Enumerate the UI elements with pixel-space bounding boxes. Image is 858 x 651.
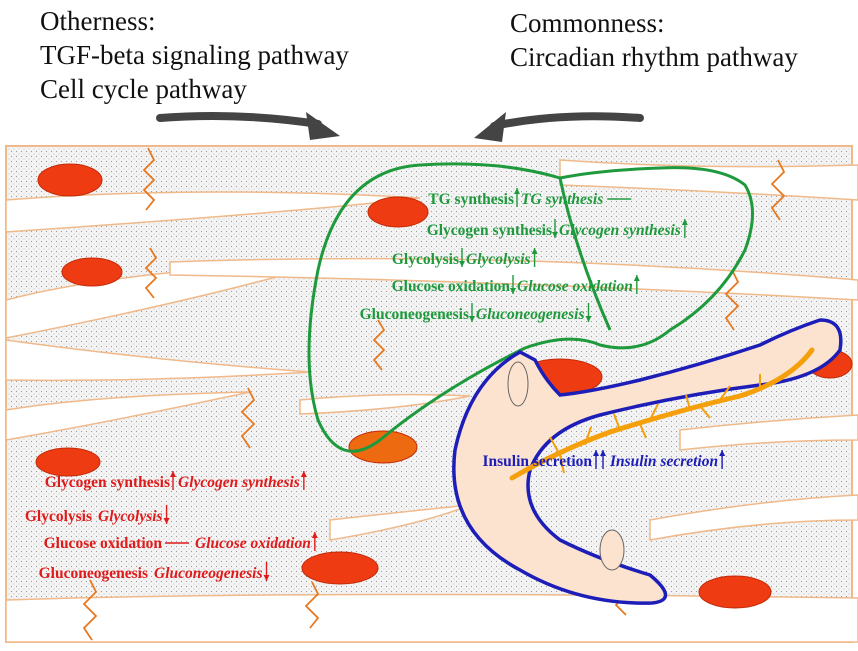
otherness-heading: Otherness: TGF-beta signaling pathway Ce… [40,4,349,106]
fat-cell [301,551,379,585]
commonness-item-circadian: Circadian rhythm pathway [510,42,798,72]
muscle-row-3-right: Gluconeogenesis [154,565,263,582]
liver-row-1-right-mark [681,219,688,238]
liver-row-3-right-mark [633,275,640,294]
pancreatic-duct [509,347,815,481]
pancreas-left-label: Insulin secretion [482,453,592,470]
liver-labels: TG synthesis TG synthesis Glycogen synth… [360,191,681,323]
muscle-row-3-right-mark [263,562,270,581]
liver-row-1-right: Glycogen synthesis [559,222,681,239]
duct-branches [549,374,761,474]
liver-row-2-left-mark [459,248,465,267]
muscle-tissue-background [5,145,853,643]
muscle-row-0-right-mark [300,471,307,490]
pancreas-labels: Insulin secretion Insulin secretion [482,453,718,470]
liver-row-2-right-mark [531,248,538,267]
muscle-labels: Glycogen synthesis Glycogen synthesis Gl… [25,474,311,582]
liver-row-4-right: Gluconeogenesis [476,306,585,323]
liver-row-0-right: TG synthesis [521,191,603,208]
pancreas-arrow-marks [593,450,726,469]
otherness-item-cell-cycle: Cell cycle pathway [40,74,247,104]
fat-cell [348,430,418,464]
liver-row-3-left: Glucose oxidation [392,278,511,295]
fat-cell [367,196,429,228]
pancreas-right-label: Insulin secretion [609,453,718,470]
otherness-item-tgf-beta: TGF-beta signaling pathway [40,40,349,70]
commonness-arrow [474,112,644,142]
pancreas-left-mark-2 [600,450,606,469]
liver-row-3-left-mark [510,275,516,294]
liver-row-3-right: Glucose oxidation [517,278,633,295]
fat-cell [698,575,772,609]
pancreas-right-mark [719,450,726,469]
liver-row-4-left-mark [469,303,475,322]
liver-row-4-right-mark [585,303,592,322]
fat-cell [35,447,101,477]
muscle-row-0-right: Glycogen synthesis [178,474,300,491]
muscle-row-2-right: Glucose oxidation [195,535,311,552]
fat-cell [61,257,123,287]
otherness-arrow [156,112,340,140]
liver-lobe-divider [558,177,612,331]
liver-row-0-left-mark [514,188,520,207]
liver-row-4-left: Gluconeogenesis [360,306,469,323]
muscle-row-1-right-mark [163,505,170,524]
liver-arrow-marks [459,188,688,322]
muscle-row-1-left: Glycolysis [25,508,92,525]
commonness-title: Commonness: [510,8,665,38]
muscle-arrow-marks [163,471,318,581]
commonness-heading: Commonness: Circadian rhythm pathway [510,6,798,74]
liver-row-1-left: Glycogen synthesis [427,222,552,239]
liver-outline [307,162,754,453]
muscle-row-1-right: Glycolysis [98,508,163,525]
muscle-row-0-left: Glycogen synthesis [45,474,170,491]
pancreas [452,318,843,605]
liver-row-1-left-mark [552,219,558,238]
liver-row-2-right: Glycolysis [466,251,531,268]
liver-row-2-left: Glycolysis [392,251,459,268]
pancreas-body [452,318,843,605]
muscle-row-2-right-mark [311,532,318,551]
pancreas-left-mark [593,450,599,469]
liver-row-0-left: TG synthesis [428,191,514,208]
muscle-row-2-left: Glucose oxidation [44,535,163,552]
otherness-title: Otherness: [40,6,156,36]
muscle-row-0-left-mark [170,471,176,490]
muscle-row-3-left: Gluconeogenesis [39,565,148,582]
fat-cell [37,163,103,197]
